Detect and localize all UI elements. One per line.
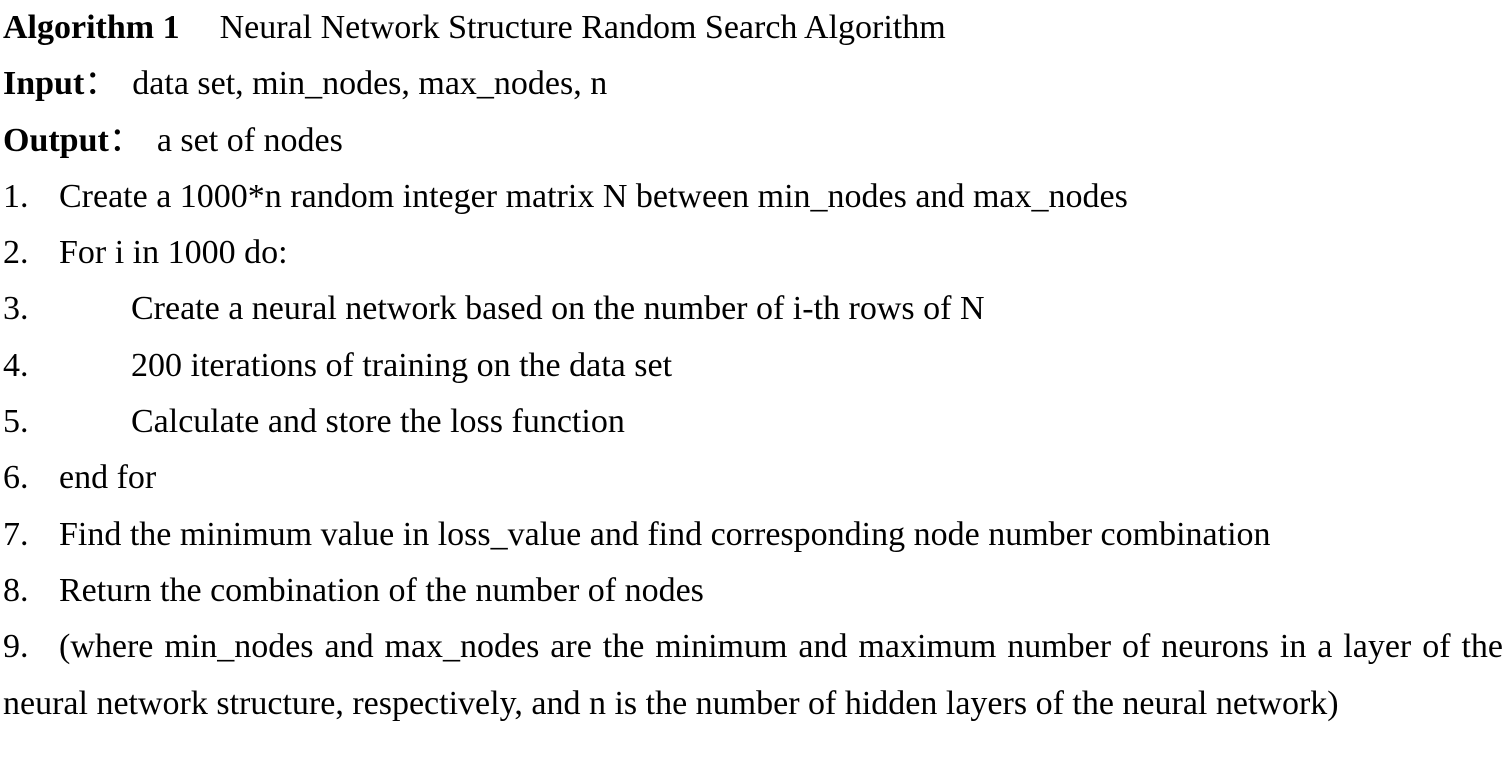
step-number: 5. <box>3 403 29 441</box>
algorithm-step: 2. For i in 1000 do: <box>3 225 1503 281</box>
step-text: Calculate and store the loss function <box>131 403 625 441</box>
output-value: a set of nodes <box>156 121 343 159</box>
algorithm-step: 3. Create a neural network based on the n… <box>3 281 1503 337</box>
step-number: 9. <box>3 628 29 666</box>
algorithm-output: Output： a set of nodes <box>3 113 1503 169</box>
input-value: data set, min_nodes, max_nodes, n <box>132 65 608 103</box>
step-text: Create a 1000*n random integer matrix N … <box>59 177 1128 215</box>
step-number: 3. <box>3 290 29 328</box>
algorithm-input: Input： data set, min_nodes, max_nodes, n <box>3 56 1503 112</box>
algorithm-title: Neural Network Structure Random Search A… <box>219 9 946 46</box>
step-number: 1. <box>3 177 29 215</box>
step-text: Return the combination of the number of … <box>59 571 704 609</box>
step-text: Find the minimum value in loss_value and… <box>59 515 1271 553</box>
algorithm-header: Algorithm 1 Neural Network Structure Rand… <box>3 0 1503 56</box>
algorithm-step: 4. 200 iterations of training on the data… <box>3 338 1503 394</box>
step-text: For i in 1000 do: <box>59 234 288 272</box>
step-number: 4. <box>3 346 29 384</box>
algorithm-step: 7. Find the minimum value in loss_value a… <box>3 507 1503 563</box>
output-separator: ： <box>108 121 143 159</box>
step-text: 200 iterations of training on the data s… <box>131 346 673 384</box>
step-number: 6. <box>3 459 29 497</box>
input-separator: ： <box>84 65 119 103</box>
step-number: 8. <box>3 571 29 609</box>
step-text: (where min_nodes and max_nodes are the m… <box>3 628 1503 722</box>
step-number: 7. <box>3 515 29 553</box>
algorithm-step-note: 9.(where min_nodes and max_nodes are the… <box>3 619 1503 732</box>
output-label: Output <box>3 121 109 159</box>
step-text: Create a neural network based on the num… <box>131 290 985 328</box>
algorithm-step: 1. Create a 1000*n random integer matrix … <box>3 169 1503 225</box>
algorithm-block: Algorithm 1 Neural Network Structure Rand… <box>3 0 1503 732</box>
algorithm-step: 8. Return the combination of the number o… <box>3 563 1503 619</box>
step-number: 2. <box>3 234 29 272</box>
algorithm-step: 5. Calculate and store the loss function <box>3 394 1503 450</box>
step-text: end for <box>59 459 157 497</box>
input-label: Input <box>3 65 85 103</box>
algorithm-label: Algorithm 1 <box>3 9 180 46</box>
algorithm-step: 6. end for <box>3 450 1503 506</box>
